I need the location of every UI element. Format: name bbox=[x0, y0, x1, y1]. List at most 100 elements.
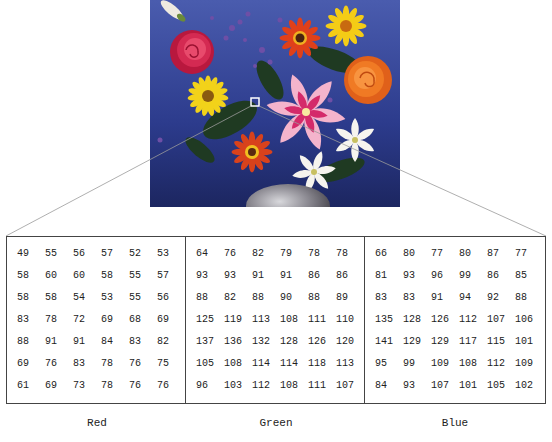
pixel-value: 93 bbox=[196, 270, 216, 282]
vase bbox=[246, 184, 330, 207]
pixel-value: 96 bbox=[196, 380, 216, 392]
pixel-value: 91 bbox=[45, 336, 65, 348]
orange-rose bbox=[344, 56, 392, 104]
pixel-value: 88 bbox=[515, 292, 535, 304]
pixel-value: 99 bbox=[403, 358, 423, 370]
pixel-value: 69 bbox=[17, 358, 37, 370]
pixel-value: 60 bbox=[73, 270, 93, 282]
pixel-value: 87 bbox=[487, 248, 507, 260]
pixel-value: 107 bbox=[431, 380, 451, 392]
pixel-value: 94 bbox=[459, 292, 479, 304]
pixel-value: 120 bbox=[336, 336, 356, 348]
pixel-value: 77 bbox=[515, 248, 535, 260]
pixel-value: 55 bbox=[129, 292, 149, 304]
pixel-value: 93 bbox=[224, 270, 244, 282]
pixel-value: 106 bbox=[515, 314, 535, 326]
pixel-value: 69 bbox=[45, 380, 65, 392]
pixel-value: 88 bbox=[252, 292, 272, 304]
pixel-value: 57 bbox=[157, 270, 177, 282]
pixel-value: 86 bbox=[487, 270, 507, 282]
pixel-value: 111 bbox=[308, 314, 328, 326]
pixel-value: 55 bbox=[129, 270, 149, 282]
pixel-value: 99 bbox=[459, 270, 479, 282]
pixel-value: 105 bbox=[487, 380, 507, 392]
pixel-value: 58 bbox=[17, 270, 37, 282]
pixel-value: 60 bbox=[45, 270, 65, 282]
pixel-value: 80 bbox=[403, 248, 423, 260]
pixel-value: 129 bbox=[403, 336, 423, 348]
photo bbox=[150, 0, 400, 207]
pixel-value: 108 bbox=[280, 380, 300, 392]
pixel-value: 83 bbox=[129, 336, 149, 348]
pixel-value: 109 bbox=[515, 358, 535, 370]
leader-line bbox=[6, 106, 251, 236]
pixel-value: 77 bbox=[431, 248, 451, 260]
pixel-value: 52 bbox=[129, 248, 149, 260]
pixel-value: 78 bbox=[101, 380, 121, 392]
pixel-value: 105 bbox=[196, 358, 216, 370]
pixel-value: 118 bbox=[308, 358, 328, 370]
pixel-value: 89 bbox=[336, 292, 356, 304]
pixel-value: 117 bbox=[459, 336, 479, 348]
pixel-value: 110 bbox=[336, 314, 356, 326]
pixel-value: 103 bbox=[224, 380, 244, 392]
pixel-value: 91 bbox=[252, 270, 272, 282]
red-gerbera bbox=[280, 18, 321, 59]
channel-label: Red bbox=[6, 417, 188, 430]
pixel-value: 115 bbox=[487, 336, 507, 348]
pixel-value: 101 bbox=[459, 380, 479, 392]
pixel-value: 56 bbox=[73, 248, 93, 260]
pixel-value: 53 bbox=[157, 248, 177, 260]
pixel-value: 56 bbox=[157, 292, 177, 304]
pixel-value: 69 bbox=[157, 314, 177, 326]
sample-square bbox=[251, 98, 259, 106]
pixel-value: 101 bbox=[515, 336, 535, 348]
pixel-value: 108 bbox=[280, 314, 300, 326]
pixel-matrix: 6476827978789393919186868882889088891251… bbox=[185, 236, 367, 430]
pixel-value: 91 bbox=[73, 336, 93, 348]
pixel-value: 76 bbox=[45, 358, 65, 370]
pixel-value: 57 bbox=[101, 248, 121, 260]
bottom-gerbera bbox=[232, 132, 273, 173]
pixel-value: 108 bbox=[459, 358, 479, 370]
pixel-value: 113 bbox=[252, 314, 272, 326]
pixel-value: 114 bbox=[280, 358, 300, 370]
pixel-value: 126 bbox=[431, 314, 451, 326]
yellow-gerbera bbox=[326, 6, 367, 47]
pixel-value: 76 bbox=[224, 248, 244, 260]
pixel-value: 83 bbox=[375, 292, 395, 304]
matrix-box: 6476827978789393919186868882889088891251… bbox=[185, 236, 367, 404]
pixel-value: 95 bbox=[375, 358, 395, 370]
channel-label: Green bbox=[185, 417, 367, 430]
pixel-value: 107 bbox=[487, 314, 507, 326]
yellow-daisy bbox=[187, 76, 228, 117]
leader-line bbox=[259, 106, 546, 236]
pixel-value: 129 bbox=[431, 336, 451, 348]
pixel-value: 76 bbox=[129, 380, 149, 392]
pink-rose bbox=[170, 30, 214, 74]
pixel-value: 88 bbox=[308, 292, 328, 304]
pixel-value: 78 bbox=[45, 314, 65, 326]
pixel-value: 85 bbox=[515, 270, 535, 282]
pixel-value: 82 bbox=[224, 292, 244, 304]
pixel-value: 61 bbox=[17, 380, 37, 392]
channel-label: Blue bbox=[364, 417, 546, 430]
pixel-value: 82 bbox=[157, 336, 177, 348]
pixel-value: 76 bbox=[157, 380, 177, 392]
pixel-value: 78 bbox=[336, 248, 356, 260]
pixel-value: 113 bbox=[336, 358, 356, 370]
pixel-value: 72 bbox=[73, 314, 93, 326]
pixel-value: 83 bbox=[17, 314, 37, 326]
pixel-value: 58 bbox=[17, 292, 37, 304]
pixel-value: 53 bbox=[101, 292, 121, 304]
pixel-value: 86 bbox=[336, 270, 356, 282]
pixel-value: 126 bbox=[308, 336, 328, 348]
pixel-value: 137 bbox=[196, 336, 216, 348]
pixel-value: 83 bbox=[403, 292, 423, 304]
pixel-value: 64 bbox=[196, 248, 216, 260]
pixel-value: 93 bbox=[403, 380, 423, 392]
pixel-value: 81 bbox=[375, 270, 395, 282]
pixel-value: 58 bbox=[101, 270, 121, 282]
matrix-box: 6680778087778193969986858383919492881351… bbox=[364, 236, 546, 404]
